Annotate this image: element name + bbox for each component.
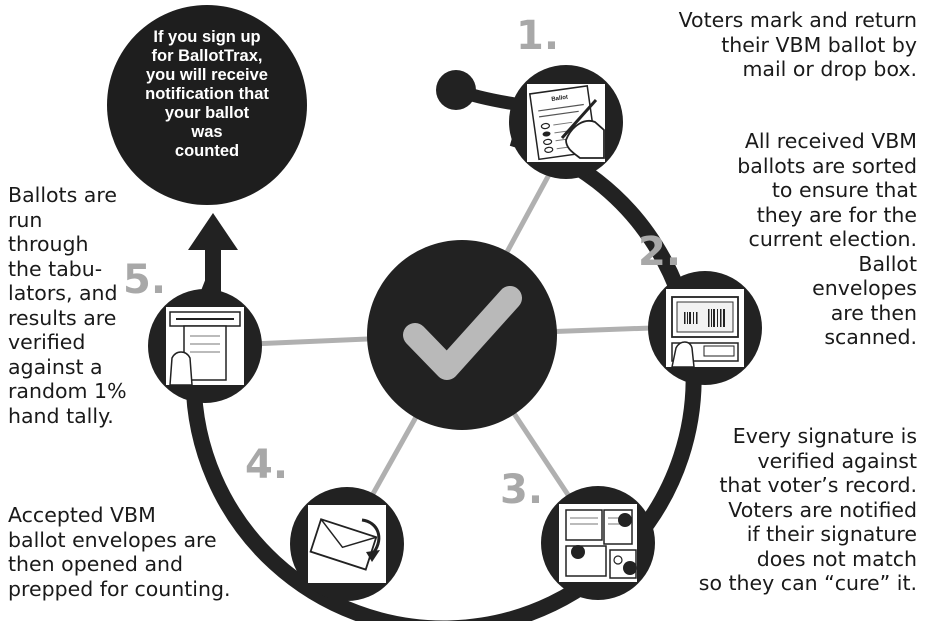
check-icon <box>403 286 522 380</box>
ring-start-knob <box>436 70 476 110</box>
step-2-number: 2. <box>638 229 682 275</box>
arrow-up <box>188 213 238 296</box>
step-3-text: Every signature is verified against that… <box>698 424 917 595</box>
ballottrax-bubble-text: If you sign up for BallotTrax, you will … <box>145 28 269 160</box>
step-5-text: Ballots are run through the tabu- lators… <box>8 183 127 428</box>
step-5-icon <box>148 289 262 403</box>
cycle-ring <box>185 130 702 621</box>
center-check <box>367 240 557 430</box>
step-2-icon <box>648 271 762 385</box>
step-3-icon <box>541 486 655 600</box>
step-4-number: 4. <box>245 442 289 488</box>
hand-pen-icon <box>565 120 605 159</box>
hand-icon <box>671 341 695 368</box>
open-arrow-icon <box>361 518 381 553</box>
step-4-icon <box>290 487 404 601</box>
step-3-number: 3. <box>500 467 544 513</box>
check-badge-icon <box>618 513 632 527</box>
step-1-icon: Ballot <box>509 65 623 179</box>
step-1-number: 1. <box>516 13 560 59</box>
ballot-label: Ballot <box>551 95 568 103</box>
step-4-text: Accepted VBM ballot envelopes are then o… <box>8 503 231 601</box>
step-2-text: All received VBM ballots are sorted to e… <box>737 129 917 349</box>
hand-icon <box>169 351 193 386</box>
ballottrax-bubble <box>107 5 307 205</box>
step-1-text: Voters mark and return their VBM ballot … <box>678 8 917 81</box>
step-5-number: 5. <box>123 257 167 303</box>
